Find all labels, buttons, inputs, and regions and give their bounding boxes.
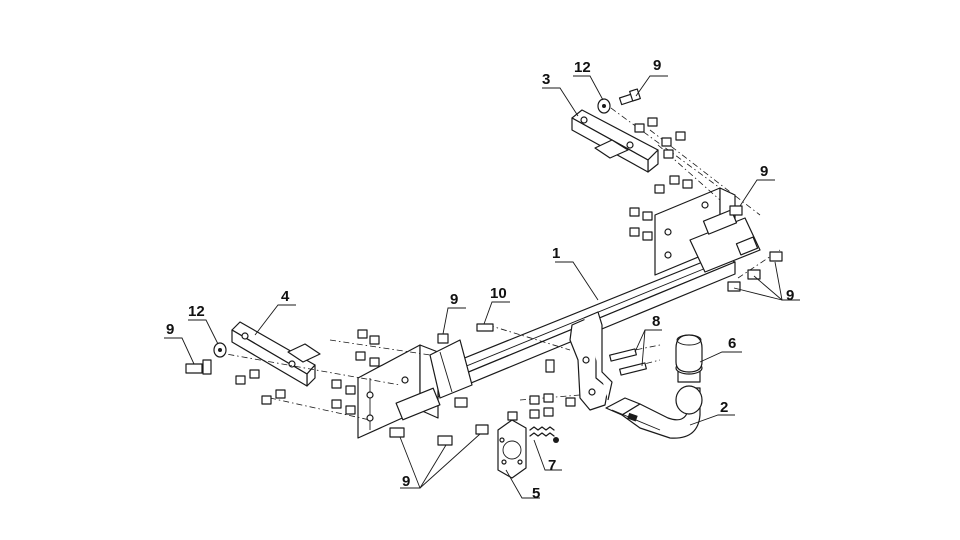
- callout-9-right: 9: [760, 163, 768, 180]
- callout-9-left: 9: [166, 321, 174, 338]
- callout-2: 2: [720, 399, 728, 416]
- callout-8: 8: [652, 313, 660, 330]
- ball-neck-part-2: [605, 387, 701, 439]
- tow-ball-cover-part-6: [675, 334, 703, 415]
- callout-9-bottom: 9: [402, 473, 410, 490]
- hardware-bolts-nuts: [185, 88, 783, 446]
- callout-3: 3: [542, 71, 550, 88]
- callout-9-top: 9: [653, 57, 661, 74]
- left-mount-bracket: [357, 339, 473, 439]
- callout-1: 1: [552, 245, 560, 262]
- callout-12-left: 12: [188, 303, 205, 320]
- callout-12-top: 12: [574, 59, 591, 76]
- right-mount-bracket: [654, 187, 761, 276]
- callout-10: 10: [490, 285, 507, 302]
- callout-9-right-lower: 9: [786, 287, 794, 304]
- callout-leaders: [164, 75, 800, 499]
- callout-7: 7: [548, 457, 556, 474]
- callout-4: 4: [281, 288, 290, 305]
- callout-6: 6: [728, 335, 736, 352]
- center-hook-plate: [545, 311, 613, 411]
- socket-plate-part-5: [497, 419, 527, 479]
- plate-part-3: [571, 109, 659, 173]
- callout-labels: 1 2 3 4 5 6 7 8 9 9 9 9 9 9 10 12 12: [166, 57, 794, 502]
- spring-part-7: [529, 426, 559, 443]
- callout-5: 5: [532, 485, 540, 502]
- plate-part-4: [231, 321, 321, 387]
- callout-9-center: 9: [450, 291, 458, 308]
